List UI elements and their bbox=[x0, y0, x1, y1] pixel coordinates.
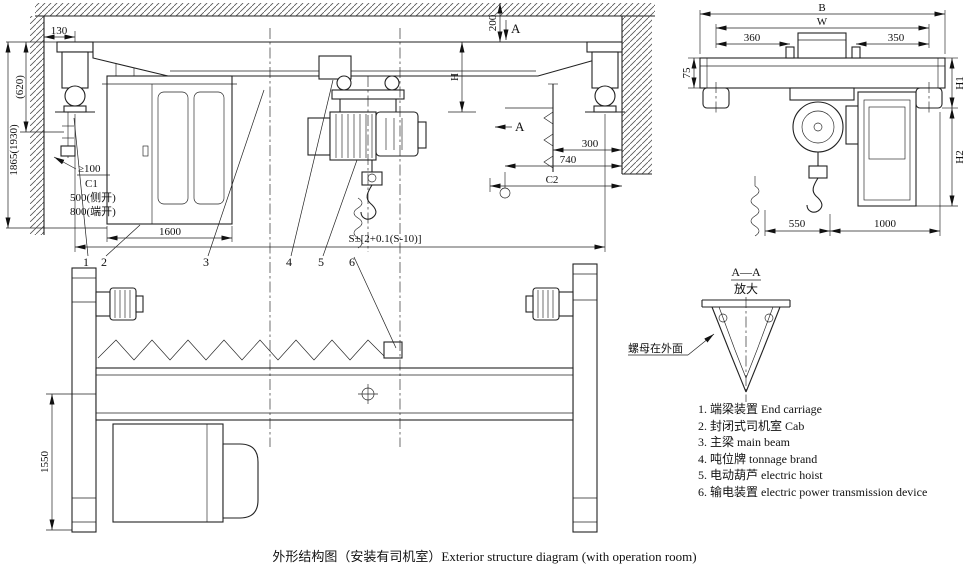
dim-c1: C1 bbox=[85, 178, 98, 190]
dim-ge100: ≥100 bbox=[78, 163, 101, 175]
dim-h1: H1 bbox=[954, 76, 966, 89]
dim-h: H bbox=[449, 73, 461, 81]
section-a-a-detail: A—A 放大 螺母在外面 bbox=[628, 265, 791, 402]
side-girder-section bbox=[797, 32, 847, 59]
part-callouts: 1 2 3 4 5 6 bbox=[73, 79, 397, 349]
section-mark-a-top: A bbox=[511, 21, 521, 36]
dim-550: 550 bbox=[789, 218, 806, 230]
callout-4: 4 bbox=[286, 255, 292, 269]
callout-5: 5 bbox=[318, 255, 324, 269]
front-dimensions: 130 (620) 1865(1930) ≥100 C1 500(侧开) 800… bbox=[5, 3, 622, 252]
legend-item-6: 6. 输电装置 electric power transmission devi… bbox=[698, 484, 928, 499]
dim-1000: 1000 bbox=[874, 218, 897, 230]
legend-item-5: 5. 电动葫芦 electric hoist bbox=[698, 468, 823, 482]
front-view bbox=[55, 41, 625, 249]
dim-740: 740 bbox=[560, 154, 577, 166]
side-cab bbox=[857, 91, 917, 207]
side-view bbox=[699, 32, 946, 237]
side-end-carriage-beam bbox=[699, 57, 946, 89]
dim-620: (620) bbox=[14, 75, 26, 99]
dim-800-end: 800(端开) bbox=[70, 205, 116, 218]
dim-1600: 1600 bbox=[159, 226, 182, 238]
dim-span: S±[2+0.1(S-10)] bbox=[348, 233, 421, 245]
cab-front bbox=[102, 63, 237, 225]
callout-2: 2 bbox=[101, 255, 107, 269]
dim-350: 350 bbox=[888, 32, 905, 44]
side-dimensions: B W 360 350 75 H1 H2 550 1000 bbox=[681, 2, 966, 236]
plan-hoist-body bbox=[222, 443, 259, 519]
plan-right-end-carriage bbox=[572, 263, 598, 533]
legend-item-3: 3. 主梁 main beam bbox=[698, 435, 790, 449]
dim-200: 200 bbox=[487, 14, 499, 31]
plan-dimensions: 1550 bbox=[39, 393, 96, 531]
plan-hook-position bbox=[358, 384, 378, 404]
callout-3: 3 bbox=[203, 255, 209, 269]
section-mark-a-bottom: A bbox=[515, 119, 525, 134]
callout-1: 1 bbox=[83, 255, 89, 269]
side-pendant-coil bbox=[750, 185, 760, 237]
callout-6: 6 bbox=[349, 255, 355, 269]
plan-main-girder bbox=[95, 367, 574, 421]
electric-hoist-front bbox=[307, 75, 427, 220]
legend-item-2: 2. 封闭式司机室 Cab bbox=[698, 418, 805, 433]
drawing-caption: 外形结构图（安装有司机室）Exterior structure diagram … bbox=[272, 549, 697, 564]
dim-c2: C2 bbox=[546, 174, 559, 186]
dim-b: B bbox=[818, 2, 825, 14]
legend: 1. 端梁装置 End carriage 2. 封闭式司机室 Cab 3. 主梁… bbox=[698, 401, 927, 500]
dim-h2: H2 bbox=[954, 150, 966, 163]
center-lines bbox=[269, 28, 401, 447]
section-subtitle: 放大 bbox=[734, 281, 758, 296]
tonnage-plate bbox=[318, 55, 352, 80]
pendant-cable-coil bbox=[353, 197, 363, 249]
dim-75: 75 bbox=[681, 67, 693, 79]
plan-left-travel-drive bbox=[95, 287, 144, 321]
plan-left-end-carriage bbox=[71, 267, 97, 533]
side-electric-hoist bbox=[789, 87, 863, 213]
dim-w: W bbox=[817, 16, 828, 28]
dim-1550: 1550 bbox=[39, 451, 51, 474]
dim-360: 360 bbox=[744, 32, 761, 44]
legend-item-4: 4. 吨位牌 tonnage brand bbox=[698, 451, 818, 466]
section-title: A—A bbox=[731, 265, 761, 279]
festoon-feed-box bbox=[383, 341, 403, 359]
dim-300: 300 bbox=[582, 138, 599, 150]
plan-cab bbox=[112, 423, 224, 523]
plan-view bbox=[71, 263, 598, 533]
dim-130: 130 bbox=[51, 25, 68, 37]
section-note: 螺母在外面 bbox=[628, 342, 683, 355]
plan-right-travel-drive bbox=[525, 287, 574, 321]
right-end-carriage bbox=[585, 41, 625, 113]
legend-item-1: 1. 端梁装置 End carriage bbox=[698, 402, 822, 416]
dim-1865: 1865(1930) bbox=[8, 124, 20, 176]
dim-500-side: 500(侧开) bbox=[70, 191, 116, 204]
festoon-power-cable bbox=[97, 339, 385, 361]
